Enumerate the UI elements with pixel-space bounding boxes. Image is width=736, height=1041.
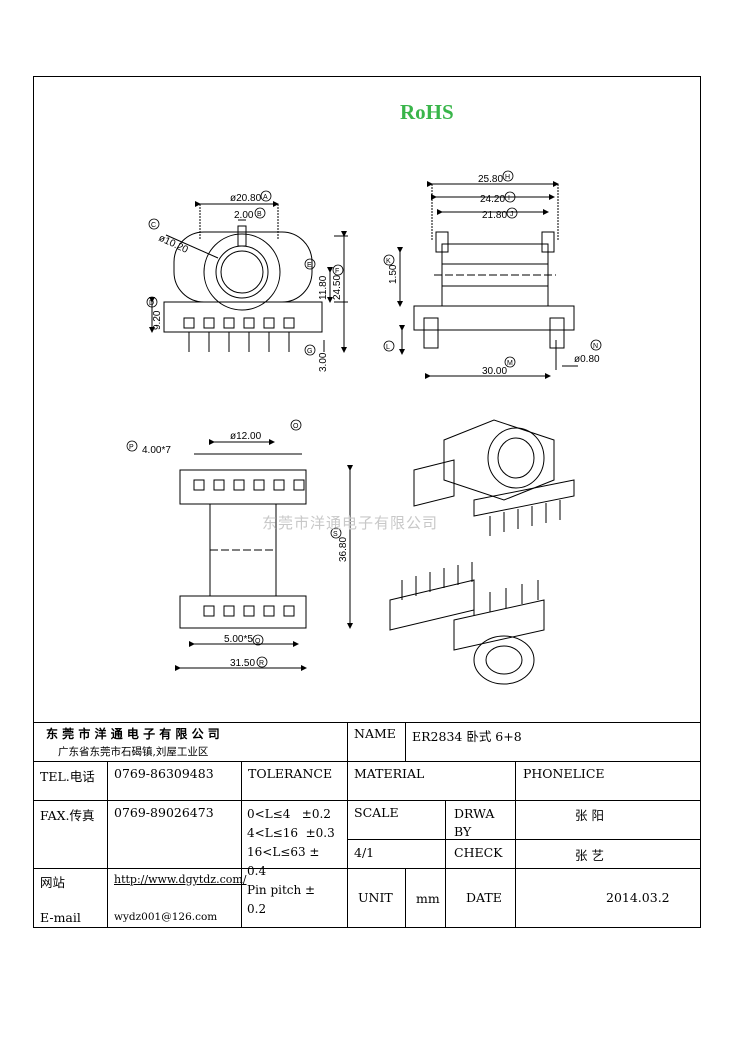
dim-21-80: 21.80 — [482, 210, 507, 221]
callout-h: H — [505, 174, 510, 181]
callout-r: R — [259, 660, 264, 667]
callout-m: M — [507, 360, 513, 367]
material-value: PHONELICE — [523, 766, 605, 781]
fax-label: FAX.传真 — [40, 808, 95, 823]
callout-b: B — [257, 211, 262, 218]
callout-j: J — [510, 211, 514, 218]
tel-value: 0769-86309483 — [114, 766, 214, 781]
dim-31-50: 31.50 — [230, 658, 255, 669]
tolerance-label: TOLERANCE — [248, 766, 333, 781]
callout-a: A — [263, 194, 268, 201]
dim-10-20: ø10.20 — [157, 233, 190, 256]
company-address: 广东省东莞市石碣镇,刘屋工业区 — [58, 746, 209, 758]
drawn-label-line-1: DRWA — [454, 806, 495, 821]
dim-0-80: ø0.80 — [574, 354, 600, 365]
unit-label: UNIT — [358, 890, 393, 905]
company-name: 东 莞 市 洋 通 电 子 有 限 公 司 — [46, 727, 220, 741]
watermark: 东莞市洋通电子有限公司 — [262, 514, 439, 532]
dim-2-00: 2.00 — [234, 210, 254, 221]
name-label: NAME — [354, 726, 396, 741]
callout-e: E — [307, 262, 312, 269]
callout-s: S — [333, 531, 338, 538]
callout-f: F — [335, 268, 339, 275]
dim-25-80: 25.80 — [478, 174, 503, 185]
side-view — [397, 181, 578, 379]
scale-value: 4/1 — [354, 845, 375, 860]
bottom-view — [175, 439, 353, 671]
scale-label: SCALE — [354, 805, 399, 820]
web-label: 网站 — [40, 875, 66, 890]
dim-11-80: 11.80 — [318, 275, 329, 300]
tolerance-line-5: Pin pitch ± — [247, 883, 316, 897]
drawing-frame — [33, 76, 701, 928]
dim-5-00x5: 5.00*5 — [224, 634, 253, 645]
tolerance-line-4: 0.4 — [247, 864, 267, 878]
tolerance-values: 0<L≤4 ±0.2 4<L≤16 ±0.3 16<L≤63 ± 0.4 Pin… — [247, 805, 335, 919]
callout-n: N — [593, 343, 598, 350]
callout-k: K — [386, 258, 391, 265]
title-block: 东 莞 市 洋 通 电 子 有 限 公 司 广东省东莞市石碣镇,刘屋工业区 NA… — [34, 722, 701, 927]
dim-20-80: ø20.80 — [230, 193, 262, 204]
material-label: MATERIAL — [354, 766, 425, 781]
drawn-label-line-2: BY — [454, 824, 472, 839]
isometric-view-top — [413, 419, 575, 536]
date-label: DATE — [466, 890, 502, 905]
email-label: E-mail — [40, 910, 81, 925]
dim-9-20: 9.20 — [152, 310, 163, 330]
email-value: wydz001@126.com — [114, 911, 218, 923]
callout-g: G — [307, 348, 312, 355]
callout-q: Q — [255, 638, 261, 645]
check-value: 张 艺 — [575, 848, 604, 863]
drawn-label: DRWA BY — [454, 805, 494, 841]
unit-value: mm — [416, 891, 440, 906]
tolerance-line-3: 16<L≤63 ± — [247, 845, 320, 859]
dim-36-80: 36.80 — [338, 537, 349, 562]
front-view — [149, 201, 348, 353]
dim-1-50: 1.50 — [388, 264, 399, 284]
callout-i: I — [508, 195, 510, 202]
web-link[interactable]: http://www.dgytdz.com/ — [114, 873, 247, 886]
technical-drawing: A B C D E F G H I J K L M N O P Q R S ø2… — [126, 170, 602, 685]
dim-24-20: 24.20 — [480, 194, 505, 205]
callout-o: O — [293, 423, 299, 430]
dim-24-50: 24.50 — [332, 275, 343, 300]
callout-c: C — [151, 222, 156, 229]
callout-d: D — [149, 300, 154, 307]
tolerance-line-6: 0.2 — [247, 902, 267, 916]
dim-3-00: 3.00 — [318, 352, 329, 372]
rohs-mark: RoHS — [400, 100, 454, 124]
name-value: ER2834 卧式 6+8 — [412, 729, 522, 744]
dim-30-00: 30.00 — [482, 366, 507, 377]
isometric-view-bottom — [389, 562, 545, 685]
check-label: CHECK — [454, 845, 503, 860]
date-value: 2014.03.2 — [606, 890, 670, 905]
tolerance-line-2: 4<L≤16 ±0.3 — [247, 826, 335, 840]
dim-12-00: ø12.00 — [230, 431, 262, 442]
callout-l: L — [386, 344, 390, 351]
callout-p: P — [129, 444, 134, 451]
drawn-by-value: 张 阳 — [575, 808, 604, 823]
tolerance-line-1: 0<L≤4 ±0.2 — [247, 807, 331, 821]
fax-value: 0769-89026473 — [114, 805, 214, 820]
tel-label: TEL.电话 — [40, 769, 95, 784]
callout-circles — [126, 170, 602, 668]
dim-4-00x7: 4.00*7 — [142, 445, 171, 456]
